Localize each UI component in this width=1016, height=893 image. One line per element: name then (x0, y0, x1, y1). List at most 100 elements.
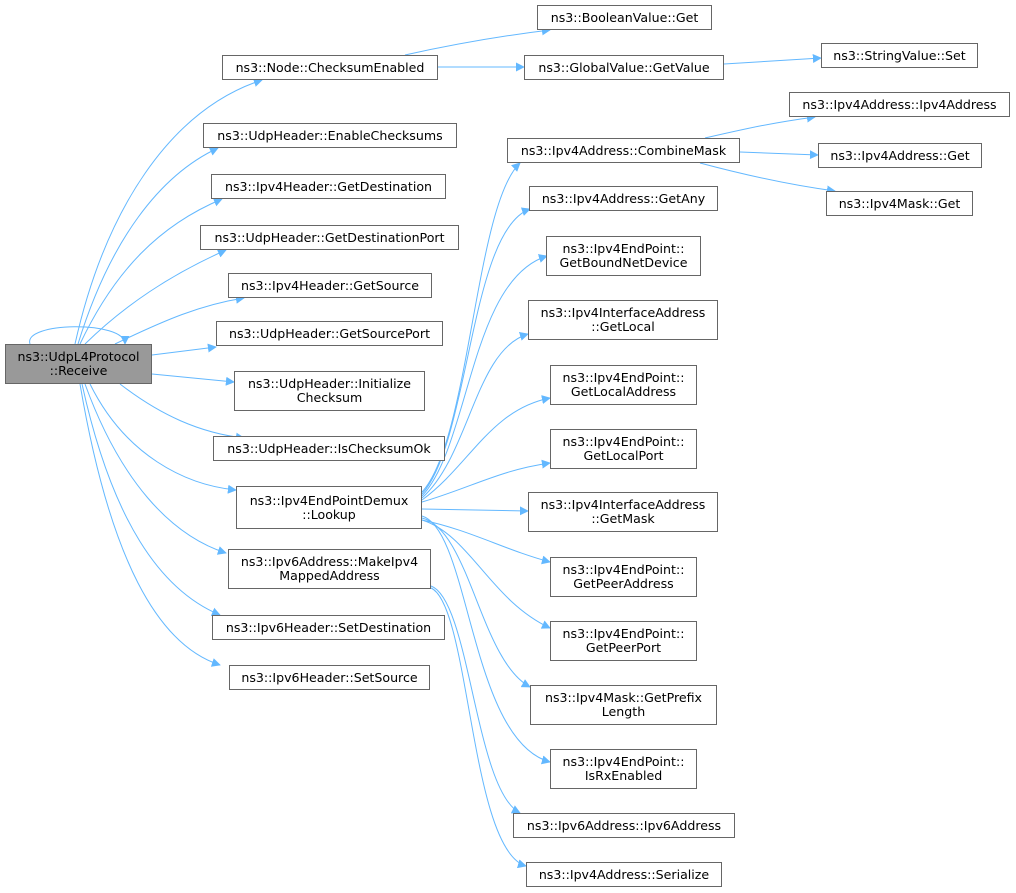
node-node-checksumenabled[interactable]: ns3::Node::ChecksumEnabled (222, 55, 438, 80)
node-label-line: GetLocalAddress (570, 384, 677, 399)
node-label-line: ns3::Ipv4Header::GetSource (240, 277, 420, 293)
node-globalvalue-getvalue[interactable]: ns3::GlobalValue::GetValue (524, 55, 724, 80)
node-ipv4endpoint-getlocalport[interactable]: ns3::Ipv4EndPoint:: GetLocalPort (550, 429, 697, 469)
edge-to-demux-lookup (89, 383, 237, 494)
node-udpheader-enablechecksums[interactable]: ns3::UdpHeader::EnableChecksums (203, 123, 457, 148)
node-ipv4address-getany[interactable]: ns3::Ipv4Address::GetAny (529, 186, 718, 211)
node-label-line: ns3::BooleanValue::Get (550, 9, 699, 25)
node-label-line: ns3::Ipv4EndPoint:: (562, 370, 685, 385)
node-ipv4endpoint-getpeerport[interactable]: ns3::Ipv4EndPoint:: GetPeerPort (550, 621, 697, 661)
edge-combinemask-to-ipv4ctor (704, 113, 816, 139)
node-label-line: ns3::Ipv4EndPoint:: (562, 434, 685, 449)
edge-to-ipv6h-setsource (79, 383, 221, 667)
node-label-line: GetPeerAddress (573, 576, 674, 591)
edge-combinemask-to-ipv4get (739, 150, 819, 160)
edge-lookup-to-getlocalport (421, 459, 551, 503)
node-label-line: GetPeerPort (585, 640, 662, 655)
node-label-line: ns3::Ipv4Header::GetDestination (224, 178, 433, 194)
node-ipv6header-setdestination[interactable]: ns3::Ipv6Header::SetDestination (212, 615, 445, 640)
node-ipv4header-getdestination[interactable]: ns3::Ipv4Header::GetDestination (211, 174, 446, 199)
node-label-line: ns3::Ipv6Address::Ipv6Address (526, 817, 722, 833)
node-label-line: IsRxEnabled (584, 768, 663, 783)
edge-lookup-to-getpeeraddress (421, 519, 551, 565)
node-label-line: ::GetMask (591, 511, 655, 526)
edge-to-enablechecksums (77, 147, 219, 345)
edge-lookup-to-combinemask (421, 162, 521, 493)
edge-to-udph-getsourceport (151, 343, 217, 356)
node-label-line: ::Lookup (302, 506, 356, 522)
edge-to-ipv4h-getdest (79, 197, 223, 345)
edge-to-ipv4h-getsource (114, 294, 245, 345)
node-label-line: ns3::Ipv4EndPoint:: (562, 241, 685, 256)
edge-combinemask-to-maskget (699, 162, 836, 195)
node-label-line: ns3::UdpHeader::Initialize (247, 376, 412, 391)
node-ipv6address-ipv6address[interactable]: ns3::Ipv6Address::Ipv6Address (513, 813, 735, 838)
node-udpheader-ischecksumok[interactable]: ns3::UdpHeader::IsChecksumOk (213, 436, 445, 461)
node-label-line: ns3::Ipv4EndPoint:: (562, 562, 685, 577)
node-ipv4header-getsource[interactable]: ns3::Ipv4Header::GetSource (228, 273, 432, 298)
node-ipv4interfaceaddress-getlocal[interactable]: ns3::Ipv4InterfaceAddress ::GetLocal (528, 300, 718, 340)
edge-lookup-to-getlocal (421, 332, 529, 499)
node-ipv4endpoint-getpeeraddress[interactable]: ns3::Ipv4EndPoint:: GetPeerAddress (550, 557, 697, 597)
edge-to-udph-ischecksumok (119, 383, 245, 442)
node-label-line: ns3::Ipv4EndPointDemux (249, 492, 409, 508)
node-label-line: ns3::UdpHeader::EnableChecksums (217, 127, 443, 143)
node-stringvalue-set[interactable]: ns3::StringValue::Set (821, 43, 978, 68)
node-label-line: ns3::Ipv4Address::GetAny (541, 190, 706, 206)
node-label-line: ns3::Node::ChecksumEnabled (235, 59, 425, 75)
node-label-line: ns3::Ipv6Header::SetSource (241, 669, 418, 685)
edge-to-udph-initchecksum (151, 373, 235, 386)
node-ipv4endpointdemux-lookup[interactable]: ns3::Ipv4EndPointDemux ::Lookup (236, 486, 422, 529)
edge-lookup-to-getlocaladdress (421, 395, 551, 501)
edge-to-udph-getdestport (84, 249, 227, 345)
node-ipv6header-setsource[interactable]: ns3::Ipv6Header::SetSource (229, 665, 430, 690)
node-udpheader-getsourceport[interactable]: ns3::UdpHeader::GetSourcePort (216, 321, 443, 346)
node-label-line: ns3::UdpL4Protocol (17, 349, 140, 364)
node-ipv4endpoint-isrxenabled[interactable]: ns3::Ipv4EndPoint:: IsRxEnabled (550, 749, 697, 789)
node-ipv4address-get[interactable]: ns3::Ipv4Address::Get (818, 143, 982, 168)
edge-to-makeipv4mapped (84, 383, 227, 555)
node-udpl4protocol-receive: ns3::UdpL4Protocol ::Receive (5, 344, 152, 384)
edge-lookup-to-isrxenabled (421, 515, 551, 765)
node-label-line: ::Receive (49, 363, 108, 378)
node-label-line: ns3::Ipv4EndPoint:: (562, 626, 685, 641)
node-ipv4endpoint-getlocaladdress[interactable]: ns3::Ipv4EndPoint:: GetLocalAddress (550, 365, 697, 405)
node-label-line: ns3::Ipv4InterfaceAddress (540, 497, 706, 512)
edge-getvalue-to-stringset (723, 54, 822, 65)
node-label-line: ns3::Ipv4Mask::Get (838, 195, 961, 211)
node-label-line: ns3::Ipv4Address::CombineMask (520, 142, 727, 158)
node-label-line: ns3::Ipv4InterfaceAddress (540, 305, 706, 320)
node-ipv4interfaceaddress-getmask[interactable]: ns3::Ipv4InterfaceAddress ::GetMask (528, 492, 718, 532)
edge-lookup-to-getmask (421, 506, 529, 516)
node-ipv4mask-getprefixlength[interactable]: ns3::Ipv4Mask::GetPrefix Length (530, 685, 717, 725)
edge-lookup-to-getany (421, 207, 531, 495)
node-label-line: MappedAddress (279, 568, 380, 583)
node-ipv4endpoint-getboundnetdevice[interactable]: ns3::Ipv4EndPoint:: GetBoundNetDevice (546, 236, 701, 276)
node-ipv4address-serialize[interactable]: ns3::Ipv4Address::Serialize (526, 862, 722, 887)
node-label-line: GetLocalPort (583, 448, 664, 463)
node-label-line: ns3::Ipv4Mask::GetPrefix (545, 690, 702, 705)
node-label-line: ns3::Ipv4EndPoint:: (562, 754, 685, 769)
edge-checksumenabled-to-booleanget (404, 26, 551, 56)
node-ipv4mask-get[interactable]: ns3::Ipv4Mask::Get (826, 191, 973, 216)
node-label-line: ns3::GlobalValue::GetValue (538, 59, 710, 75)
node-label-line: Checksum (296, 390, 363, 405)
node-udpheader-initializechecksum[interactable]: ns3::UdpHeader::Initialize Checksum (234, 371, 425, 411)
edge-lookup-to-getpeerport (421, 519, 551, 629)
node-ipv4address-combinemask[interactable]: ns3::Ipv4Address::CombineMask (507, 138, 740, 163)
node-label-line: ns3::Ipv4Address::Get (830, 147, 970, 163)
node-booleanvalue-get[interactable]: ns3::BooleanValue::Get (537, 5, 712, 30)
node-label-line: ns3::Ipv6Header::SetDestination (225, 619, 432, 635)
node-label-line: ::GetLocal (591, 319, 655, 334)
edge-self-loop (29, 326, 130, 345)
edge-to-ipv6h-setdest (81, 383, 221, 617)
node-ipv4address-ipv4address[interactable]: ns3::Ipv4Address::Ipv4Address (789, 92, 1010, 117)
edge-to-checksumenabled (74, 78, 263, 345)
node-label-line: GetBoundNetDevice (559, 255, 688, 270)
node-ipv6address-makeipv4mappedaddress[interactable]: ns3::Ipv6Address::MakeIpv4 MappedAddress (228, 549, 431, 589)
node-udpheader-getdestinationport[interactable]: ns3::UdpHeader::GetDestinationPort (200, 225, 459, 250)
edge-lookup-to-boundnetdevice (421, 254, 548, 497)
node-label-line: ns3::UdpHeader::IsChecksumOk (227, 440, 431, 456)
